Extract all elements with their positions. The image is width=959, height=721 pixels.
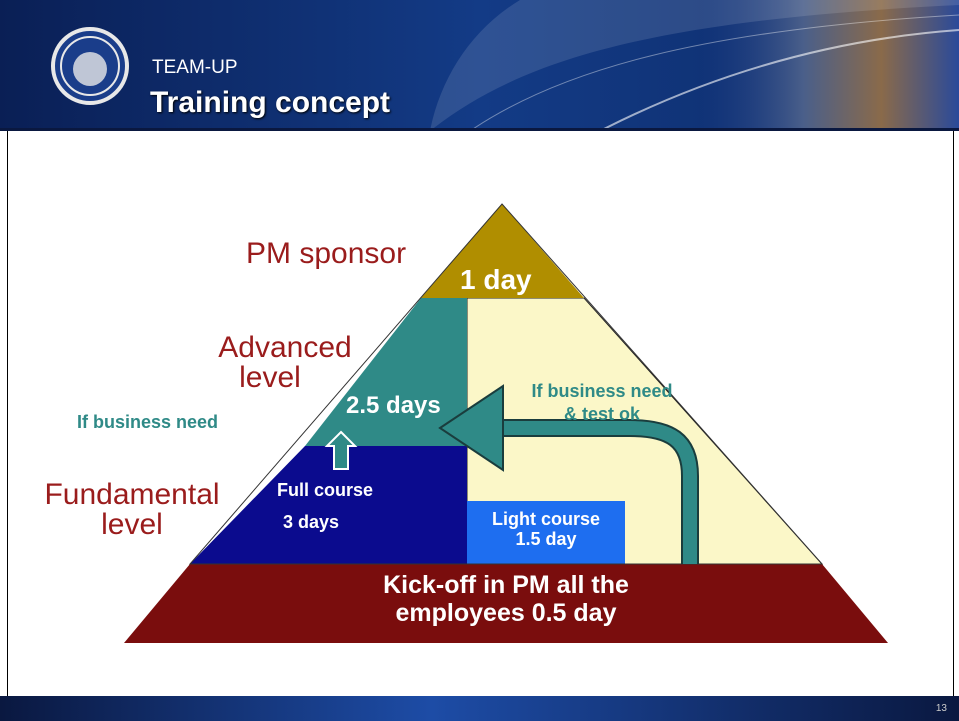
content-frame (7, 131, 954, 696)
right-condition-line2: & test ok (563, 404, 641, 424)
upgrade-arrow-head (438, 384, 504, 472)
advanced-label-line2: level (239, 361, 301, 394)
upgrade-up-arrow (324, 430, 358, 470)
pyramid-base-tier (124, 564, 888, 643)
advanced-duration: 2.5 days (346, 392, 441, 419)
footer-bar (0, 696, 959, 721)
pyramid-advanced-tier (305, 298, 467, 446)
header-background (0, 0, 959, 131)
slide-subtitle: TEAM-UP (152, 57, 238, 78)
top-tier-duration: 1 day (460, 264, 532, 295)
top-tier-label: PM sponsor (246, 237, 407, 270)
team-photo (700, 0, 959, 131)
slide-title: Training concept (150, 86, 391, 119)
header-banner: TEAM-UP Training concept (0, 0, 959, 131)
uefa-logo (51, 27, 129, 105)
upgrade-curved-arrow (503, 421, 697, 564)
pyramid-light-course (467, 501, 625, 564)
base-tier-line2: employees 0.5 day (395, 599, 617, 627)
full-course-line2: 3 days (283, 512, 340, 532)
pyramid-top-tier (421, 204, 584, 298)
advanced-label-line1: Advanced (218, 331, 352, 364)
page-number: 13 (935, 703, 947, 714)
pyramid-fundamental-full (190, 446, 467, 564)
base-tier-line1: Kick-off in PM all the (383, 571, 629, 599)
light-course-line1: Light course (491, 509, 600, 529)
right-condition-line1: If business need (531, 381, 673, 401)
fundamental-label-line1: Fundamental (44, 478, 220, 511)
fundamental-label-line2: level (101, 508, 163, 541)
light-course-line2: 1.5 day (515, 529, 577, 549)
full-course-line1: Full course (277, 480, 374, 500)
left-condition-label: If business need (77, 412, 219, 432)
